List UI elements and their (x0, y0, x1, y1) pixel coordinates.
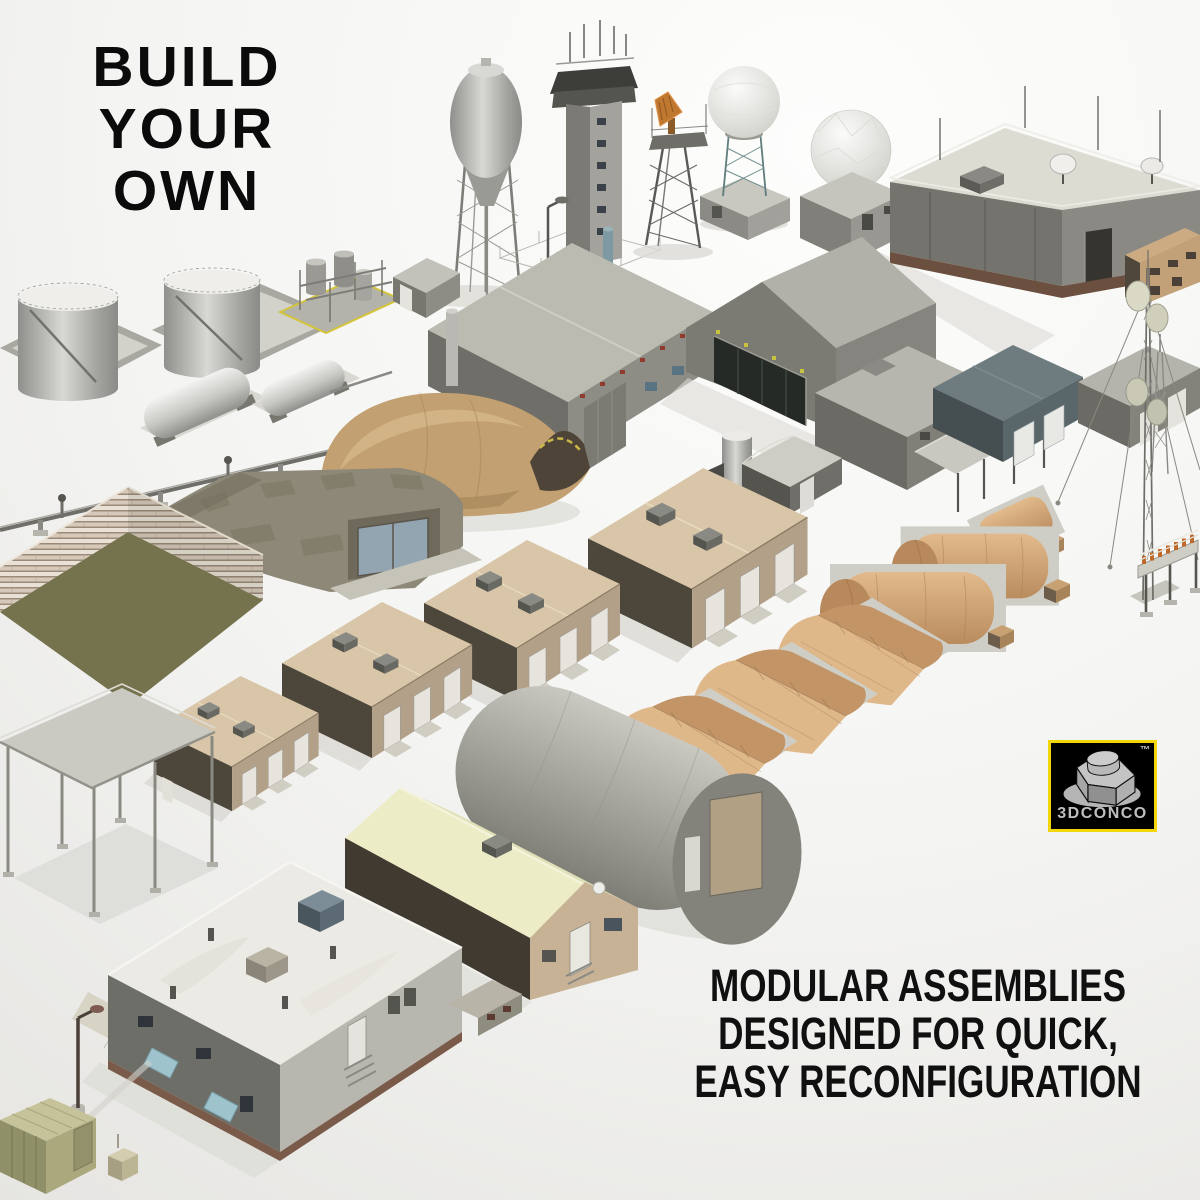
tagline: MODULAR ASSEMBLIES DESIGNED FOR QUICK, E… (684, 962, 1152, 1106)
revetment-walled-yard (0, 486, 264, 705)
loading-dock (448, 980, 522, 1036)
propane-tank (252, 360, 393, 424)
two-story-tan-building (1125, 228, 1200, 306)
tagline-line-1: MODULAR ASSEMBLIES (709, 960, 1127, 1011)
tagline-line-2: DESIGNED FOR QUICK, (718, 1008, 1118, 1059)
flat-roof-operations-building (862, 86, 1200, 362)
tower-antennas (569, 20, 627, 62)
logo-3dconco: ™ 3DCONCO (1048, 740, 1157, 832)
radar-lattice-tower (633, 91, 713, 260)
headquarters-building (72, 860, 522, 1178)
equipment-shed (393, 258, 460, 318)
fuel-storage-tank-with-berm (0, 282, 162, 401)
generator-box (108, 1134, 138, 1181)
propane-tank (140, 367, 266, 447)
headline-line-1: BUILD (92, 35, 282, 99)
container-shelter (0, 1098, 96, 1194)
guyed-communications-tower (1055, 250, 1200, 604)
nexrad-radar-tower (700, 66, 790, 240)
logo-brand-text: 3DCONCO (1057, 805, 1148, 822)
vehicle-canopy (0, 683, 218, 924)
headline: BUILD YOUR OWN (56, 36, 318, 222)
cable-tray-gantry (1137, 529, 1200, 617)
rooftop-unit (298, 890, 344, 932)
utility-building (700, 435, 842, 514)
flange-nut-icon (1063, 750, 1141, 808)
roof-equipment (939, 86, 1164, 194)
tagline-line-3: EASY RECONFIGURATION (694, 1056, 1142, 1107)
radar-antenna (654, 91, 683, 134)
trademark-symbol: ™ (1140, 745, 1150, 756)
blue-gray-vehicle-garage (933, 345, 1083, 467)
headline-line-2: YOUR (98, 97, 276, 161)
headline-line-3: OWN (112, 159, 262, 223)
rooftop-unit (246, 947, 288, 983)
